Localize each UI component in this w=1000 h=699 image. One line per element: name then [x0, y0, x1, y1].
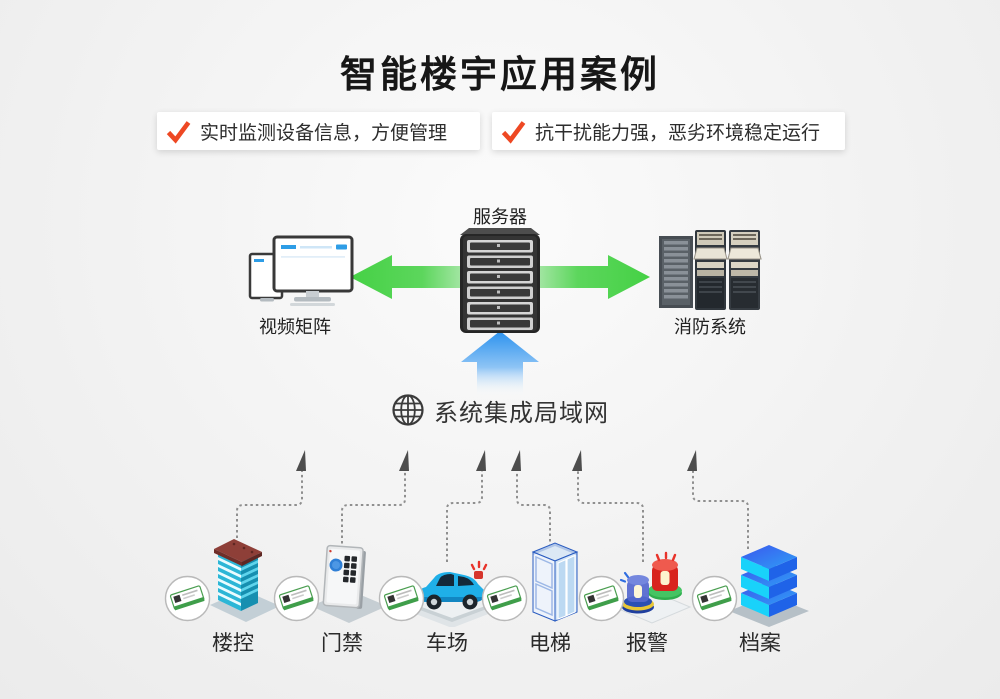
- fire-system-icon: [657, 228, 763, 312]
- device-access-control: 门禁: [273, 535, 402, 663]
- video-matrix-icon: [248, 234, 358, 312]
- device-alarm: 报警: [578, 535, 707, 663]
- feature-text: 抗干扰能力强，恶劣环境稳定运行: [535, 122, 821, 144]
- module-badge-icon: [164, 575, 211, 622]
- device-label: 楼控: [212, 632, 254, 655]
- feature-badge-2: 抗干扰能力强，恶劣环境稳定运行: [492, 112, 845, 150]
- module-badge-icon: [273, 575, 320, 622]
- lan-label: 系统集成局域网: [434, 399, 609, 427]
- device-label: 车场: [426, 632, 468, 655]
- database-icon: [715, 535, 811, 627]
- module-badge-icon: [691, 575, 738, 622]
- building-icon: [188, 535, 284, 627]
- module-badge-icon: [481, 575, 528, 622]
- keypad-icon: [297, 535, 393, 627]
- server-label: 服务器: [473, 207, 527, 227]
- car-icon: [402, 535, 498, 627]
- fire-system-label: 消防系统: [674, 317, 746, 337]
- checkmark-icon: [166, 119, 191, 144]
- server-icon: [457, 226, 543, 336]
- feature-badge-1: 实时监测设备信息，方便管理: [157, 112, 480, 150]
- elevator-icon: [505, 535, 601, 627]
- module-badge-icon: [378, 575, 425, 622]
- device-label: 档案: [739, 632, 781, 655]
- device-archives: 档案: [691, 535, 820, 663]
- device-parking: 车场: [378, 535, 507, 663]
- page-title: 智能楼宇应用案例: [340, 54, 660, 95]
- checkmark-icon: [501, 119, 526, 144]
- device-elevator: 电梯: [481, 535, 610, 663]
- globe-icon: [391, 393, 425, 427]
- up-arrowhead-icons: [296, 450, 697, 471]
- device-label: 电梯: [529, 632, 571, 655]
- feature-text: 实时监测设备信息，方便管理: [200, 122, 448, 144]
- blue-up-arrow-icon: [450, 327, 550, 397]
- lan-row: 系统集成局域网: [0, 392, 1000, 428]
- alarm-beacons-icon: [602, 535, 698, 627]
- device-building-control: 楼控: [164, 535, 293, 663]
- module-badge-icon: [578, 575, 625, 622]
- dashed-connectors: [236, 450, 749, 562]
- device-label: 门禁: [321, 632, 363, 655]
- device-label: 报警: [626, 632, 668, 655]
- video-matrix-label: 视频矩阵: [259, 317, 331, 337]
